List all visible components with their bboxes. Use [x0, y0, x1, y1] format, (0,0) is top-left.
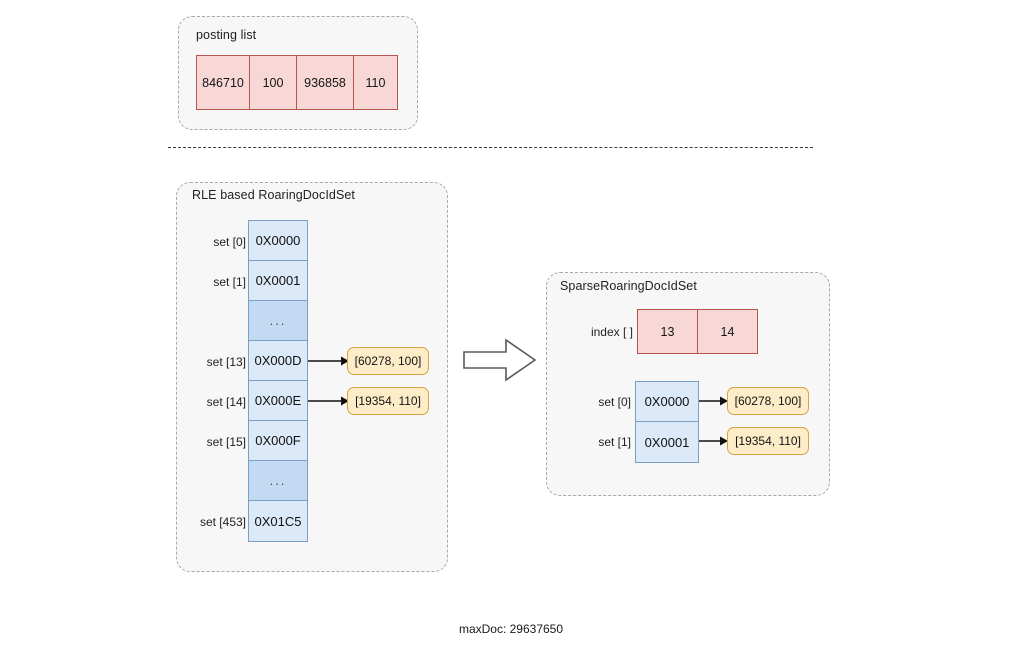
- posting-list-title: posting list: [196, 28, 257, 42]
- rle-set-cell-15: 0X000F: [249, 421, 307, 461]
- rle-set-cell-1: 0X0001: [249, 261, 307, 301]
- rle-set-label-453: set [453]: [199, 515, 246, 529]
- rle-set-label-1: set [1]: [213, 275, 246, 289]
- transition-arrow-icon: [462, 336, 538, 384]
- section-divider: [168, 147, 813, 148]
- rle-roaringdocidset-title: RLE based RoaringDocIdSet: [192, 188, 356, 202]
- sparse-range-box-0: [60278, 100]: [727, 387, 809, 415]
- maxdoc-footer-label: maxDoc: 29637650: [458, 622, 564, 636]
- posting-list-cell: 936858: [296, 55, 353, 110]
- rle-set-label-15: set [15]: [206, 435, 246, 449]
- rle-set-cell-ellipsis-lower: ...: [249, 461, 307, 501]
- rle-set-cell-13: 0X000D: [249, 341, 307, 381]
- posting-list-cell: 846710: [196, 55, 249, 110]
- posting-list-cell: 100: [249, 55, 296, 110]
- rle-roaringdocidset-panel: [176, 182, 448, 572]
- sparse-set-cell-0: 0X0000: [636, 382, 698, 422]
- sparse-index-label: index [ ]: [590, 325, 633, 339]
- rle-set-label-14: set [14]: [206, 395, 246, 409]
- sparse-index-cell: 14: [697, 309, 758, 354]
- posting-list-cell: 110: [353, 55, 398, 110]
- sparse-index-cell: 13: [637, 309, 697, 354]
- sparse-roaringdocidset-title: SparseRoaringDocIdSet: [560, 279, 697, 293]
- sparse-set-label-0: set [0]: [598, 395, 631, 409]
- rle-set-stack: 0X0000 0X0001 ... 0X000D 0X000E 0X000F .…: [248, 220, 308, 542]
- sparse-set-label-1: set [1]: [598, 435, 631, 449]
- sparse-range-box-1: [19354, 110]: [727, 427, 809, 455]
- sparse-index-cell-row: 13 14: [637, 309, 758, 354]
- rle-set-cell-453: 0X01C5: [249, 501, 307, 541]
- sparse-set-cell-1: 0X0001: [636, 422, 698, 462]
- rle-range-box-14: [19354, 110]: [347, 387, 429, 415]
- rle-range-box-13: [60278, 100]: [347, 347, 429, 375]
- rle-set-label-13: set [13]: [206, 355, 246, 369]
- rle-set-label-0: set [0]: [213, 235, 246, 249]
- sparse-set-stack: 0X0000 0X0001: [635, 381, 699, 463]
- posting-list-cell-row: 846710 100 936858 110: [196, 55, 398, 110]
- rle-set-cell-ellipsis-upper: ...: [249, 301, 307, 341]
- rle-set-cell-14: 0X000E: [249, 381, 307, 421]
- rle-set-cell-0: 0X0000: [249, 221, 307, 261]
